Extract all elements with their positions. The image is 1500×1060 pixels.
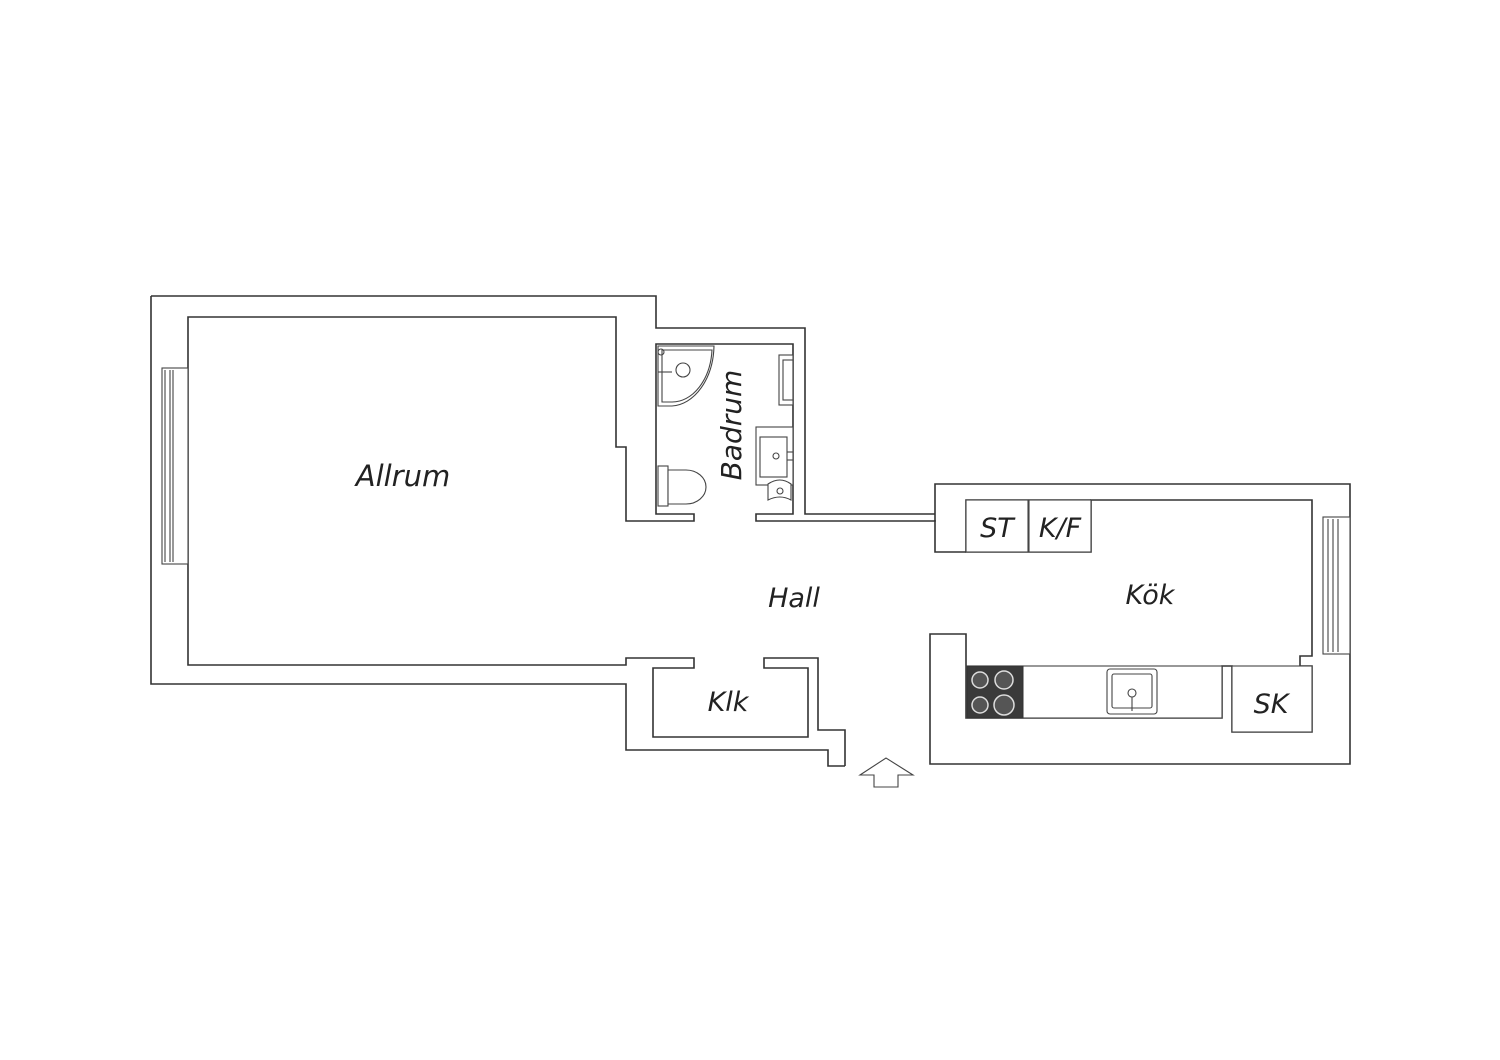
room-label-badrum: Badrum — [715, 370, 748, 481]
up-arrow-icon — [858, 757, 915, 788]
hob-icon — [966, 665, 1024, 719]
label-cabinet: SK — [1254, 689, 1291, 720]
washbasin-icon — [767, 479, 792, 501]
bathtub-edge-icon — [778, 354, 794, 406]
room-label-hall: Hall — [768, 583, 820, 614]
label-stove: ST — [980, 513, 1016, 544]
sink-icon — [755, 426, 794, 486]
cabinet — [1231, 665, 1313, 733]
toilet-icon — [657, 465, 707, 507]
room-label-klk: Klk — [708, 687, 750, 718]
label-fridge-freezer: K/F — [1039, 513, 1082, 544]
room-label-allrum: Allrum — [354, 459, 451, 493]
window-left — [161, 367, 189, 565]
window-right — [1322, 516, 1351, 655]
kitchen-sink-icon — [1106, 668, 1158, 715]
room-label-kok: Kök — [1126, 580, 1176, 611]
shower-icon — [657, 345, 715, 407]
